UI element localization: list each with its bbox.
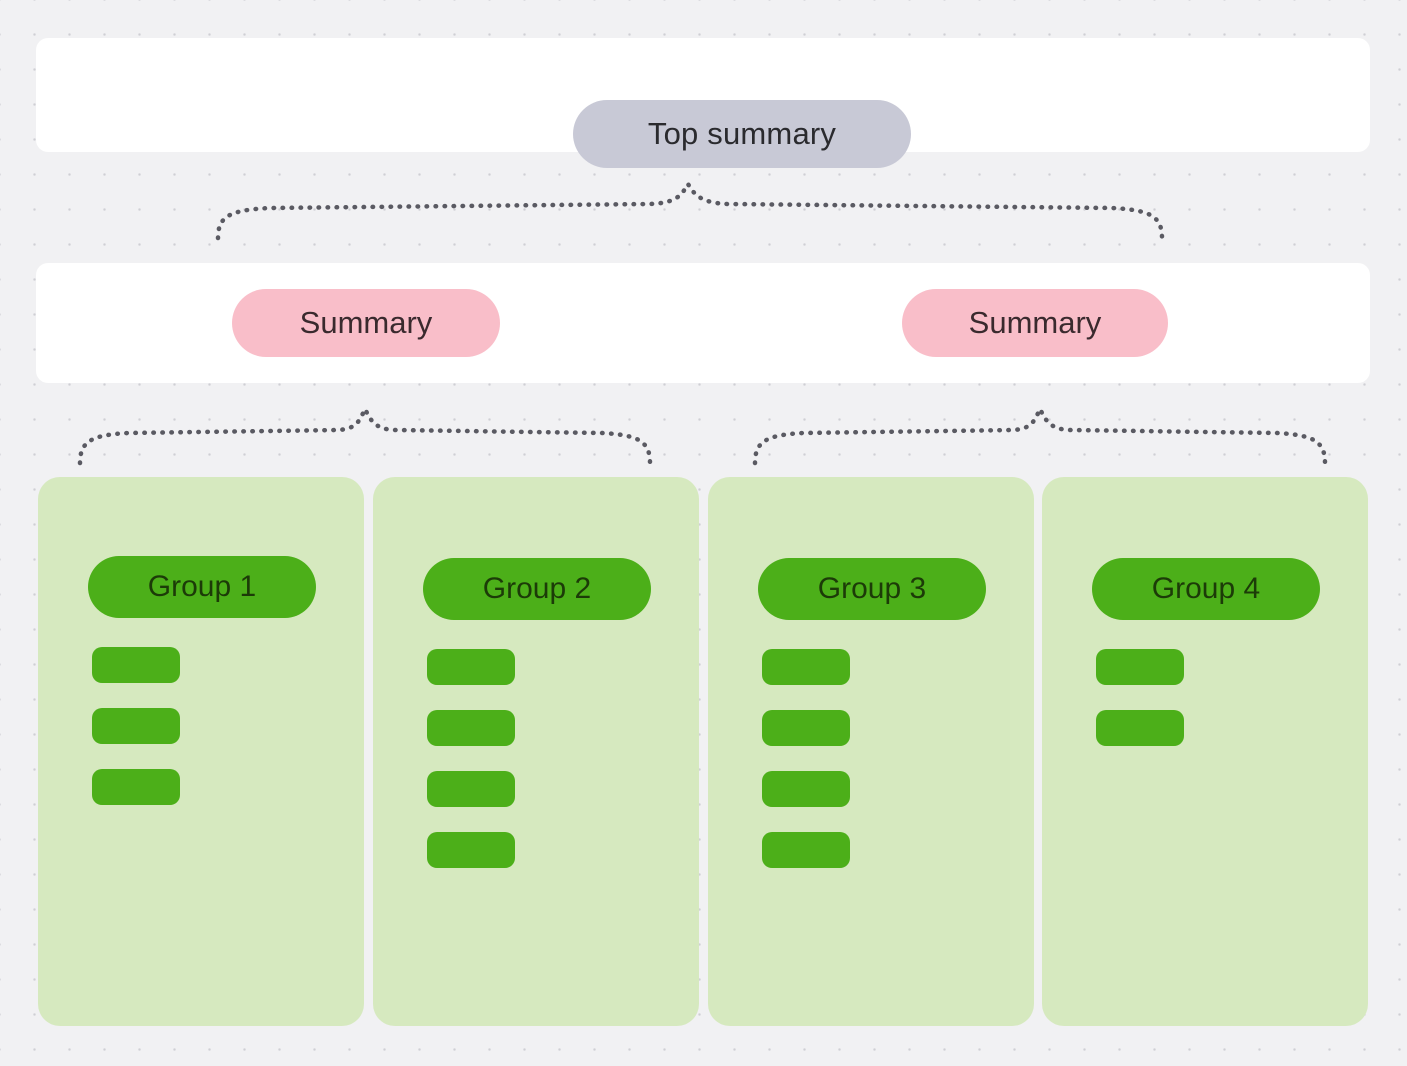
group-item-bar[interactable] [427, 771, 515, 807]
group-title-pill[interactable]: Group 3 [758, 558, 986, 620]
summary-pill-left[interactable]: Summary [232, 289, 500, 357]
top-summary-panel: Top summary [36, 38, 1370, 168]
group-item-bar[interactable] [427, 832, 515, 868]
group-item-bar[interactable] [762, 710, 850, 746]
group-title-pill[interactable]: Group 4 [1092, 558, 1320, 620]
group-card[interactable]: Group 4 [1042, 477, 1368, 1026]
group-card[interactable]: Group 3 [708, 477, 1034, 1026]
group-item-bar[interactable] [1096, 710, 1184, 746]
top-summary-pill[interactable]: Top summary [573, 100, 911, 168]
group-card[interactable]: Group 2 [373, 477, 699, 1026]
group-item-bar[interactable] [92, 708, 180, 744]
group-item-bar[interactable] [92, 769, 180, 805]
group-item-bar[interactable] [92, 647, 180, 683]
group-item-bar[interactable] [762, 771, 850, 807]
group-item-bar[interactable] [762, 649, 850, 685]
group-item-bar[interactable] [427, 710, 515, 746]
right-brace-connector [752, 405, 1328, 466]
group-card[interactable]: Group 1 [38, 477, 364, 1026]
left-brace-connector [77, 405, 653, 466]
group-title-pill[interactable]: Group 1 [88, 556, 316, 618]
group-title-pill[interactable]: Group 2 [423, 558, 651, 620]
group-item-bar[interactable] [762, 832, 850, 868]
top-brace-connector [215, 180, 1165, 241]
group-item-bar[interactable] [427, 649, 515, 685]
group-item-bar[interactable] [1096, 649, 1184, 685]
summary-pill-right[interactable]: Summary [902, 289, 1168, 357]
